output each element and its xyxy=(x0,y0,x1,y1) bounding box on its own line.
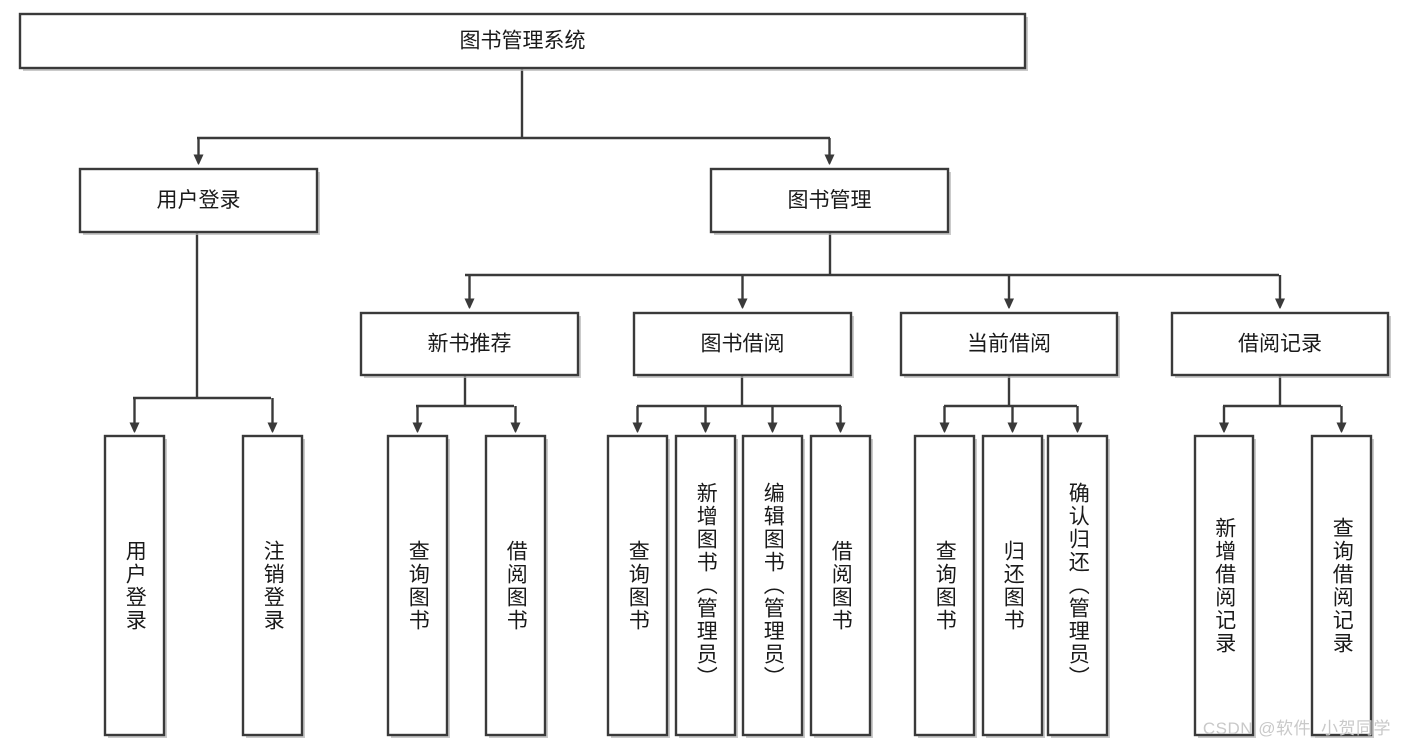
watermark-text: CSDN @软件_小贺同学 xyxy=(1202,719,1391,738)
node-leaf-add-book-admin[interactable] xyxy=(674,434,737,737)
node-book-borrow-label: 图书借阅 xyxy=(701,333,785,356)
node-leaf-user-login[interactable] xyxy=(103,434,166,737)
node-leaf-query-book-1[interactable] xyxy=(386,434,449,737)
connectors-layer xyxy=(133,68,1342,425)
node-leaf-edit-book-admin[interactable] xyxy=(741,434,804,737)
node-leaf-add-borrow-record[interactable] xyxy=(1193,434,1255,737)
node-book-management-label: 图书管理 xyxy=(788,189,872,212)
node-current-borrow[interactable] xyxy=(899,311,1119,377)
node-leaf-query-borrow-record[interactable] xyxy=(1310,434,1373,737)
node-leaf-confirm-return-admin[interactable] xyxy=(1046,434,1109,737)
node-book-management[interactable] xyxy=(709,167,950,234)
node-leaf-query-book-2[interactable] xyxy=(606,434,669,737)
node-new-book-recommend-label: 新书推荐 xyxy=(428,333,512,356)
node-current-borrow-label: 当前借阅 xyxy=(967,333,1051,356)
node-root-system[interactable] xyxy=(18,12,1027,70)
node-borrow-record-label: 借阅记录 xyxy=(1238,333,1322,356)
node-leaf-user-logout[interactable] xyxy=(241,434,304,737)
node-root-system-label: 图书管理系统 xyxy=(460,30,586,53)
node-leaf-query-book-3[interactable] xyxy=(913,434,976,737)
node-leaf-borrow-book-2[interactable] xyxy=(809,434,872,737)
node-leaf-return-book[interactable] xyxy=(981,434,1044,737)
node-new-book-recommend[interactable] xyxy=(359,311,580,377)
node-boxes-layer xyxy=(18,12,1390,737)
node-user-login[interactable] xyxy=(78,167,319,234)
node-book-borrow[interactable] xyxy=(632,311,853,377)
node-borrow-record[interactable] xyxy=(1170,311,1390,377)
node-leaf-borrow-book-1[interactable] xyxy=(484,434,547,737)
node-user-login-label: 用户登录 xyxy=(157,189,241,212)
